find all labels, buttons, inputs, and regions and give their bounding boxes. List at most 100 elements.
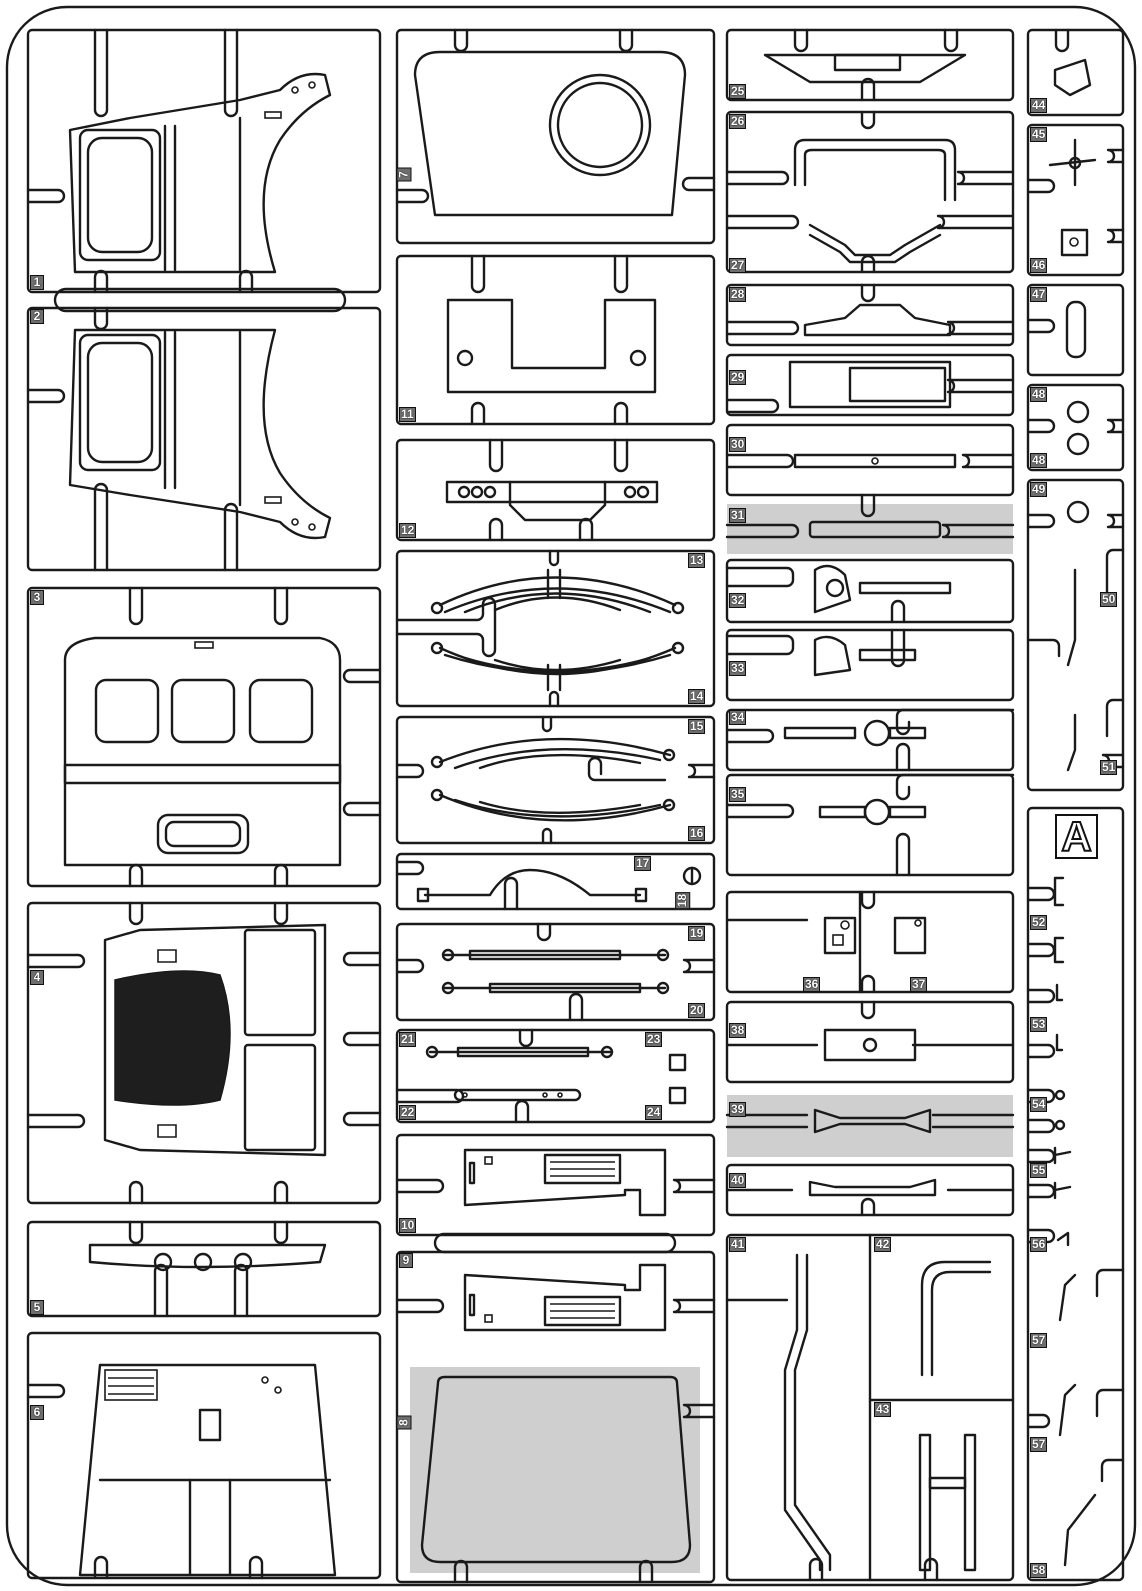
part-number-tag: 2	[30, 309, 44, 324]
part-number-tag: 7	[396, 167, 412, 182]
part-number-tag: 47	[1030, 287, 1048, 302]
part-number-tag: 27	[729, 258, 747, 273]
part-number-tag: 55	[1030, 1163, 1048, 1178]
part-number-tag: 37	[910, 977, 928, 992]
part-41-exhaust-pipe	[783, 1253, 832, 1572]
part-number-tag: 24	[645, 1105, 663, 1120]
part-number-tag: 33	[729, 661, 747, 676]
part-number-tag: 44	[1030, 98, 1048, 113]
part-number-tag: 40	[729, 1173, 747, 1188]
part-11-floor-plate	[446, 298, 657, 394]
part-number-tag: 39	[729, 1102, 747, 1117]
part-22-plate	[453, 1088, 582, 1102]
part-number-tag: 10	[399, 1218, 417, 1233]
part-number-tag: 25	[729, 84, 747, 99]
part-number-tag: 31	[729, 508, 747, 523]
part-number-tag: 5	[30, 1300, 44, 1315]
part-15-leaf-spring	[430, 737, 676, 770]
part-8-windshield	[420, 1375, 692, 1564]
part-number-tag: 57	[1030, 1437, 1048, 1452]
part-number-tag: 14	[688, 689, 706, 704]
part-number-tag: 48	[1030, 453, 1048, 468]
part-number-tag: 53	[1030, 1017, 1048, 1032]
part-58-part	[1063, 1493, 1097, 1567]
part-20-drag-link	[441, 981, 670, 995]
part-32-steering-arm	[813, 564, 952, 614]
part-number-tag: 18	[675, 891, 691, 910]
part-number-tag: 4	[30, 970, 44, 985]
part-23-clamp	[668, 1053, 687, 1072]
part-number-tag: 43	[874, 1402, 892, 1417]
part-number-tag: 9	[399, 1253, 413, 1268]
part-18-small-part	[682, 866, 702, 886]
part-26-handle	[793, 138, 957, 202]
part-34-knuckle	[783, 719, 927, 747]
part-number-tag: 11	[399, 407, 416, 422]
part-50-part	[1066, 568, 1077, 667]
part-number-tag: 22	[399, 1105, 417, 1120]
part-number-tag: 38	[729, 1023, 747, 1038]
part-35-knuckle	[818, 798, 927, 826]
sprue-gates	[26, 28, 1125, 1584]
part-number-tag: 30	[729, 437, 747, 452]
part-3-cab-rear	[63, 636, 342, 867]
part-47-part	[1065, 300, 1087, 359]
part-number-tag: 3	[30, 590, 44, 605]
part-27-axle-bar	[808, 223, 942, 264]
part-46-part	[1060, 228, 1089, 257]
part-number-tag: 28	[729, 287, 747, 302]
part-38-cover	[823, 1028, 917, 1062]
highlight-part-31	[727, 504, 1013, 554]
part-33-steering-arm	[813, 635, 917, 677]
part-31-bar	[808, 520, 942, 539]
part-29-frame	[788, 360, 952, 409]
part-number-tag: 29	[729, 370, 747, 385]
part-16-leaf-spring	[430, 788, 676, 822]
part-36-bracket	[823, 916, 857, 955]
part-10-fender	[463, 1148, 667, 1217]
part-number-tag: 50	[1100, 592, 1118, 607]
part-number-tag: 6	[30, 1405, 44, 1420]
part-48-part	[1066, 400, 1090, 456]
part-number-tag: 41	[729, 1237, 747, 1252]
part-53-part	[1055, 983, 1064, 1052]
part-2-door	[68, 328, 332, 540]
part-number-tag: 48	[1030, 387, 1048, 402]
part-number-tag: 36	[803, 977, 821, 992]
part-number-tag: 54	[1030, 1097, 1048, 1112]
part-21-rod	[425, 1045, 614, 1059]
part-number-tag: 32	[729, 593, 747, 608]
part-52-part	[1053, 876, 1065, 964]
part-19-drag-link	[441, 948, 670, 962]
part-49-part	[1066, 500, 1090, 524]
part-number-tag: 45	[1030, 127, 1048, 142]
sprue-outer-frame	[5, 5, 1137, 1587]
part-number-tag: 35	[729, 787, 747, 802]
part-number-tag: 23	[645, 1032, 663, 1047]
part-28-crossmember	[803, 303, 952, 337]
part-5-bumper	[88, 1243, 327, 1272]
part-number-tag: 21	[399, 1032, 417, 1047]
part-7-rear-panel	[413, 50, 687, 217]
highlight-part-8	[410, 1367, 700, 1573]
part-number-tag: 20	[688, 1003, 706, 1018]
part-37-bracket	[893, 916, 927, 955]
part-55-part	[1053, 1146, 1072, 1200]
part-number-tag: 52	[1030, 915, 1048, 930]
part-57-part-b	[1058, 1383, 1077, 1437]
part-number-tag: 58	[1030, 1563, 1048, 1578]
part-number-tag: 46	[1030, 258, 1048, 273]
part-51-part	[1066, 713, 1077, 772]
part-12-bracket	[445, 480, 659, 522]
column-1-runners	[26, 28, 382, 1580]
part-56-part	[1056, 1231, 1070, 1247]
part-42-pipe	[920, 1260, 992, 1377]
part-6-cab-front	[78, 1363, 337, 1577]
part-number-tag: 1	[30, 275, 44, 290]
part-number-tag: 49	[1030, 482, 1048, 497]
part-number-tag: 16	[688, 826, 706, 841]
part-number-tag: 26	[729, 114, 747, 129]
sprue-letter-badge: A	[1055, 814, 1098, 859]
part-number-tag: 57	[1030, 1333, 1048, 1348]
part-39-bar	[813, 1108, 932, 1134]
